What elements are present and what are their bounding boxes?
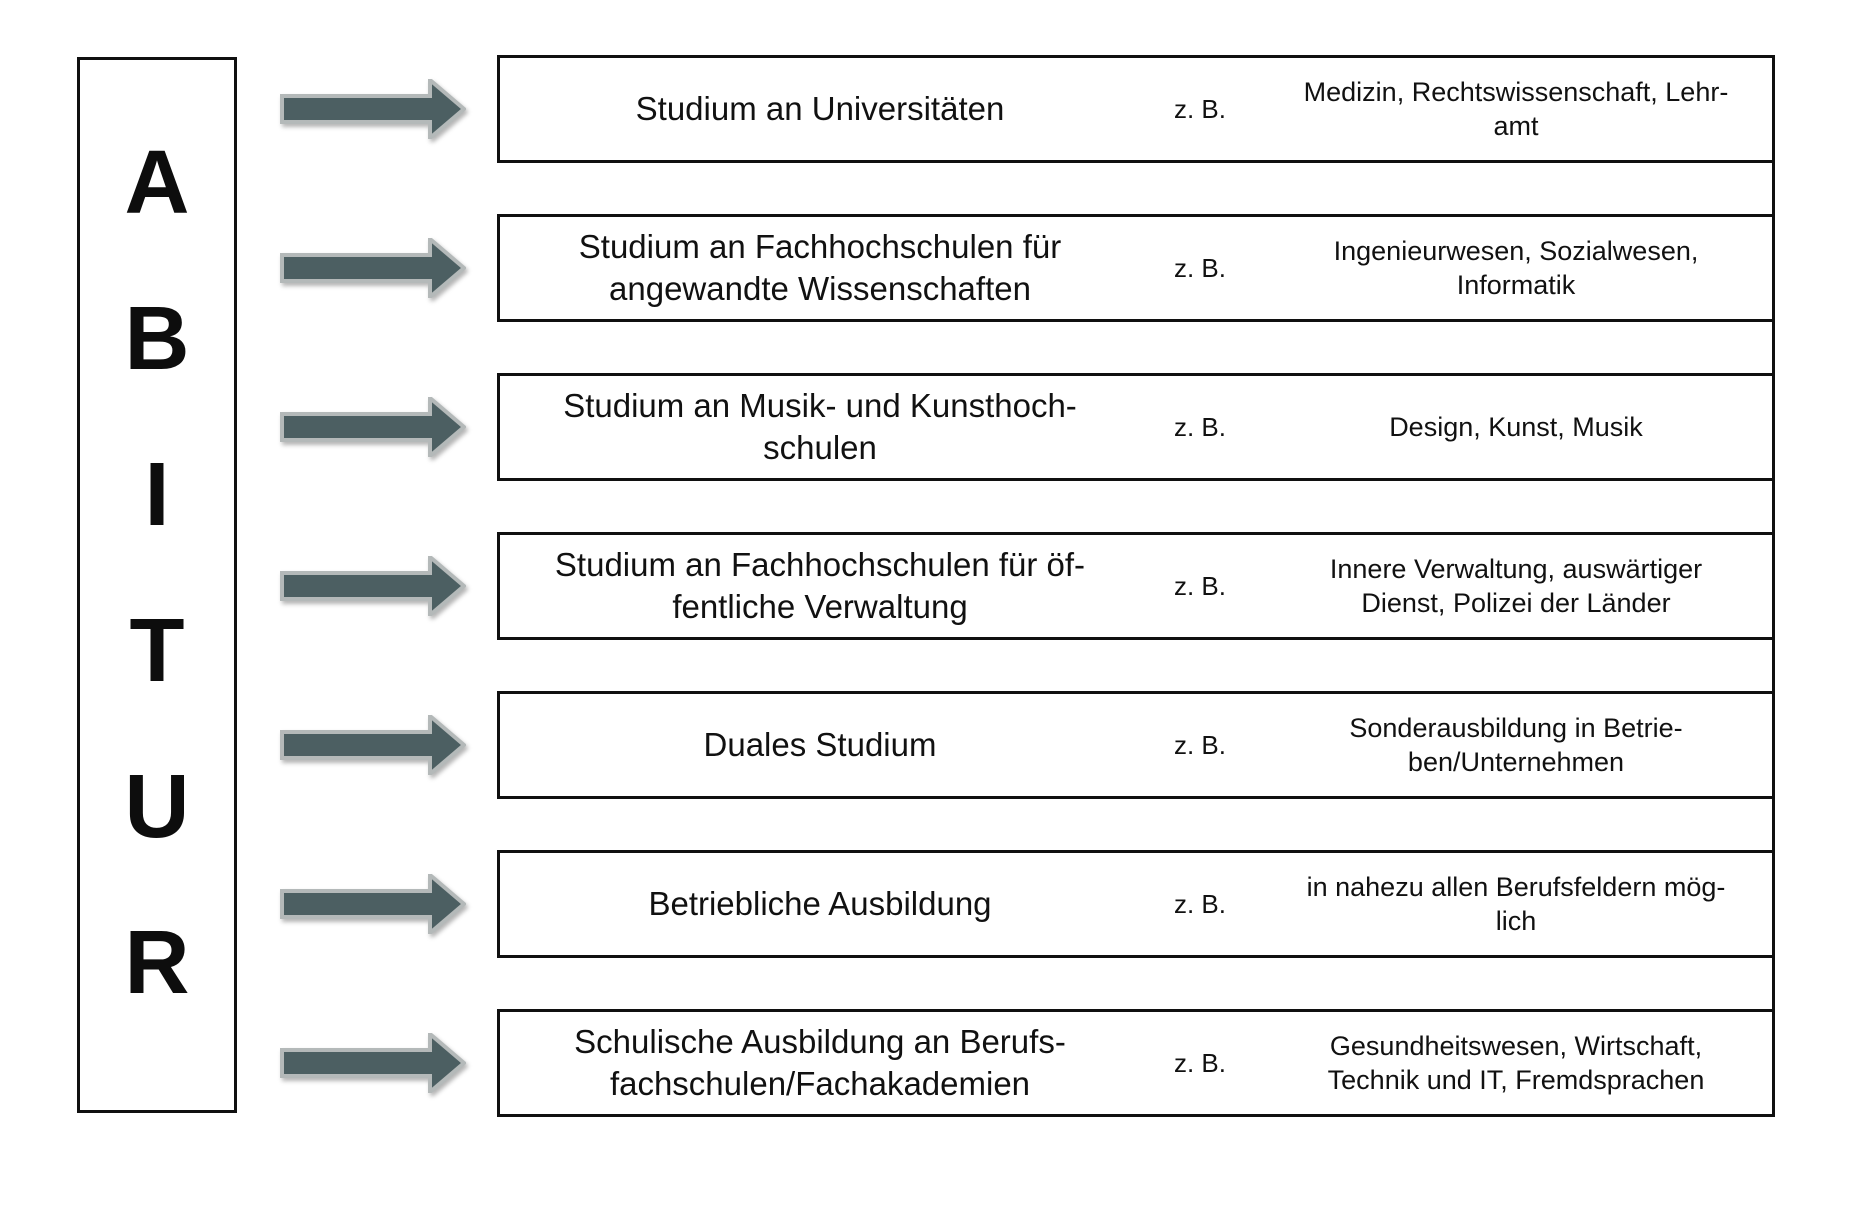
pathway-row: Studium an Fachhochschulen für öf- fentl… [497, 532, 1775, 640]
abitur-letter: A [124, 133, 190, 233]
zb-label: z. B. [1173, 252, 1226, 283]
zb-label: z. B. [1173, 1047, 1226, 1078]
right-arrow-icon [280, 79, 466, 139]
pathway-row: Schulische Ausbildung an Berufs- fachsch… [497, 1009, 1775, 1117]
row-title: Studium an Universitäten [635, 90, 1005, 127]
row-examples: Sonderausbildung in Betrie- ben/Unterneh… [1349, 713, 1683, 777]
row-title: Betriebliche Ausbildung [648, 885, 992, 922]
row-title: Studium an Musik- und Kunsthoch- schulen [563, 387, 1077, 466]
row-title: Studium an Fachhochschulen für angewandt… [578, 228, 1062, 307]
pathway-row: Studium an Fachhochschulen für angewandt… [497, 214, 1775, 322]
zb-label: z. B. [1173, 888, 1226, 919]
zb-label: z. B. [1173, 411, 1226, 442]
right-arrow-icon [280, 238, 466, 298]
row-examples: Medizin, Rechtswissenschaft, Lehr- amt [1303, 77, 1729, 141]
row-examples: in nahezu allen Berufsfeldern mög- lich [1306, 872, 1726, 936]
abitur-letter: B [124, 289, 190, 389]
row-title: Schulische Ausbildung an Berufs- fachsch… [574, 1023, 1066, 1102]
abitur-letter: I [144, 445, 170, 545]
row-title: Studium an Fachhochschulen für öf- fentl… [554, 546, 1086, 625]
right-border-line [1772, 55, 1775, 1117]
row-examples: Design, Kunst, Musik [1389, 412, 1643, 442]
right-arrow-icon [280, 397, 466, 457]
abitur-letter: T [129, 601, 185, 701]
pathway-row: Studium an Musik- und Kunsthoch- schulen… [497, 373, 1775, 481]
right-arrow-icon [280, 874, 466, 934]
row-examples: Ingenieurwesen, Sozialwesen, Informatik [1333, 236, 1699, 300]
zb-label: z. B. [1173, 570, 1226, 601]
right-arrow-icon [280, 715, 466, 775]
zb-label: z. B. [1173, 93, 1226, 124]
abitur-letter: U [124, 757, 190, 857]
row-examples: Innere Verwaltung, auswärtiger Dienst, P… [1329, 554, 1703, 618]
pathway-row: Betriebliche Ausbildung z. B. in nahezu al… [497, 850, 1775, 958]
abitur-letter: R [124, 913, 190, 1013]
right-arrow-icon [280, 1033, 466, 1093]
pathway-row: Studium an Universitäten z. B. Medizin, Re… [497, 55, 1775, 163]
row-examples: Gesundheitswesen, Wirtschaft, Technik un… [1327, 1031, 1705, 1095]
zb-label: z. B. [1173, 729, 1226, 760]
right-arrow-icon [280, 556, 466, 616]
row-title: Duales Studium [703, 726, 937, 763]
pathway-row: Duales Studium z. B. Sonderausbildung in B… [497, 691, 1775, 799]
